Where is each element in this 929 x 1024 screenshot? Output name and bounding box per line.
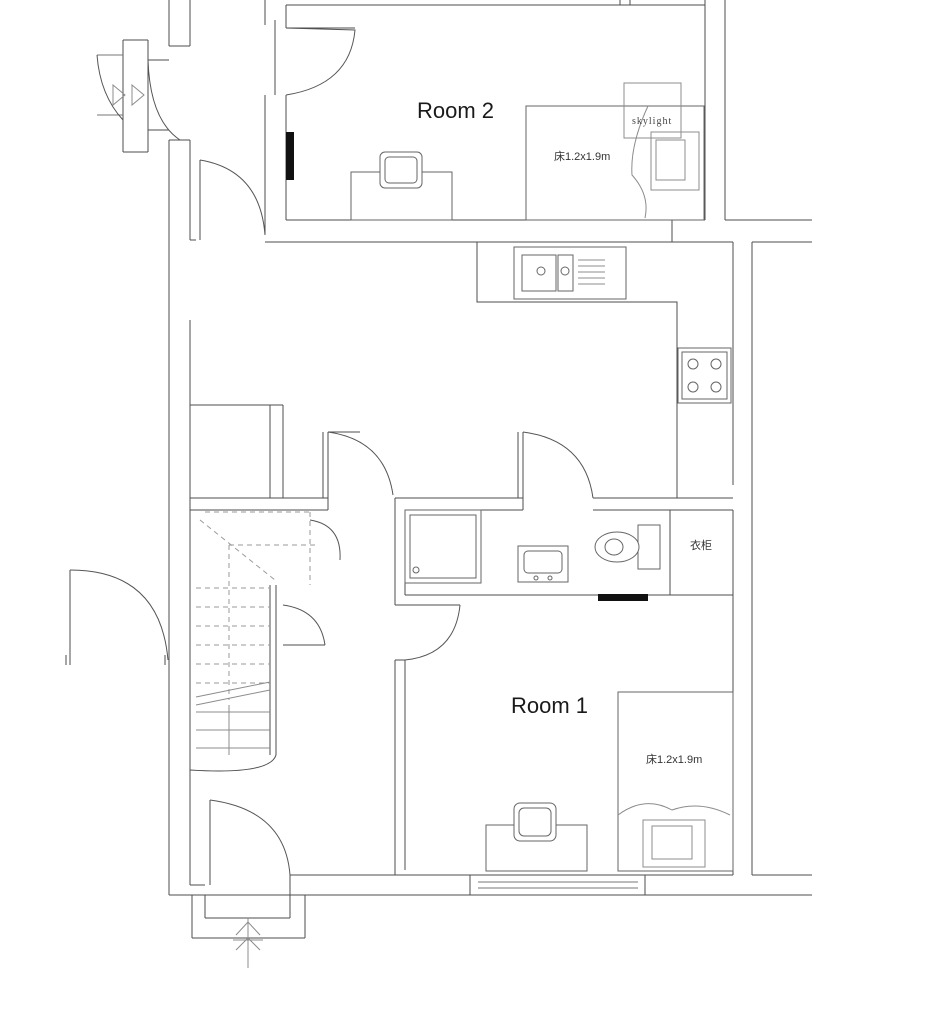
washbasin [517, 545, 569, 583]
bed-room1: 床1.2x1.9m [617, 691, 734, 872]
kitchen [476, 242, 732, 498]
room1-door [395, 604, 461, 661]
desk-room2 [350, 151, 453, 221]
bathroom-door-right [522, 431, 594, 499]
room1-title: Room 1 [511, 693, 588, 718]
entrance-door-top [96, 54, 181, 141]
staircase [189, 511, 315, 772]
radiator-bathroom [598, 594, 648, 601]
bathroom-door-left [327, 431, 394, 496]
entrance-arrow-icon [233, 918, 263, 968]
corridor-door [199, 159, 266, 240]
room-1: Room 1 床1.2x1.9m [485, 691, 734, 872]
bathroom: 衣柜 [404, 509, 712, 601]
room-2: Room 2 床1.2x1.9m skylight [286, 82, 705, 221]
bed-room2: 床1.2x1.9m [525, 105, 705, 221]
desk-room1 [485, 802, 588, 872]
room2-door [274, 20, 356, 96]
side-door-exterior [65, 569, 169, 665]
stair-cupboard-door [282, 519, 341, 646]
stove-icon [677, 347, 732, 404]
wardrobe: 衣柜 [690, 538, 712, 552]
wardrobe-label: 衣柜 [690, 538, 712, 552]
toilet-icon [594, 524, 661, 570]
room2-title: Room 2 [417, 98, 494, 123]
radiator-room2 [286, 132, 294, 180]
kitchen-sink [513, 246, 627, 300]
bed-room2-label: 床1.2x1.9m [554, 149, 610, 163]
skylight: skylight [623, 82, 682, 139]
front-door [209, 799, 291, 885]
skylight-label: skylight [632, 116, 672, 127]
doors [65, 20, 594, 968]
shower-tray [404, 509, 482, 584]
bed-room1-label: 床1.2x1.9m [646, 752, 702, 766]
